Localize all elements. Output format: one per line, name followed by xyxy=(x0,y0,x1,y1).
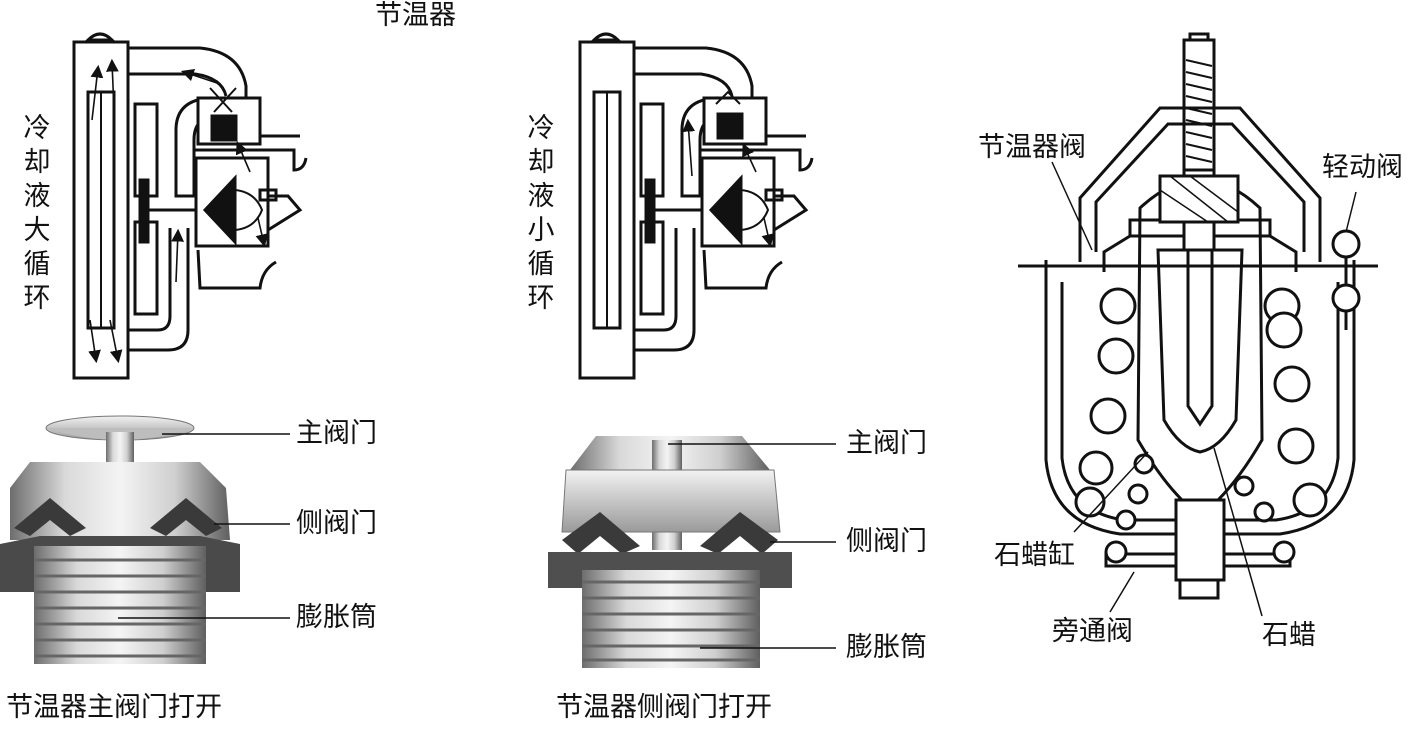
large-circulation-schematic xyxy=(72,32,308,380)
side-valve-label-middle: 侧阀门 xyxy=(846,526,927,557)
small-circulation-label: 冷却液小循环 xyxy=(527,113,555,314)
caption-main-valve-open: 节温器主阀门打开 xyxy=(6,692,222,723)
main-valve-label-left: 主阀门 xyxy=(296,418,377,449)
caption-side-valve-open: 节温器侧阀门打开 xyxy=(556,692,772,723)
bypass-valve-label: 旁通阀 xyxy=(1052,616,1133,647)
figure-title: 节温器 xyxy=(375,0,456,31)
wax-label: 石蜡 xyxy=(1262,620,1316,651)
light-valve-label: 轻动阀 xyxy=(1322,152,1403,183)
thermostat-valve-label: 节温器阀 xyxy=(978,132,1086,163)
wax-cylinder-label: 石蜡缸 xyxy=(994,540,1075,571)
small-circulation-schematic xyxy=(578,32,814,380)
main-valve-label-middle: 主阀门 xyxy=(846,428,927,459)
thermostat-photo-main-open xyxy=(0,415,290,664)
side-valve-label-left: 侧阀门 xyxy=(296,508,377,539)
large-circulation-label: 冷却液大循环 xyxy=(23,113,51,314)
thermostat-cutaway xyxy=(1018,32,1378,617)
thermostat-photo-side-open xyxy=(548,436,836,668)
bellows-label-middle: 膨胀筒 xyxy=(846,632,927,663)
bellows-label-left: 膨胀筒 xyxy=(296,602,377,633)
